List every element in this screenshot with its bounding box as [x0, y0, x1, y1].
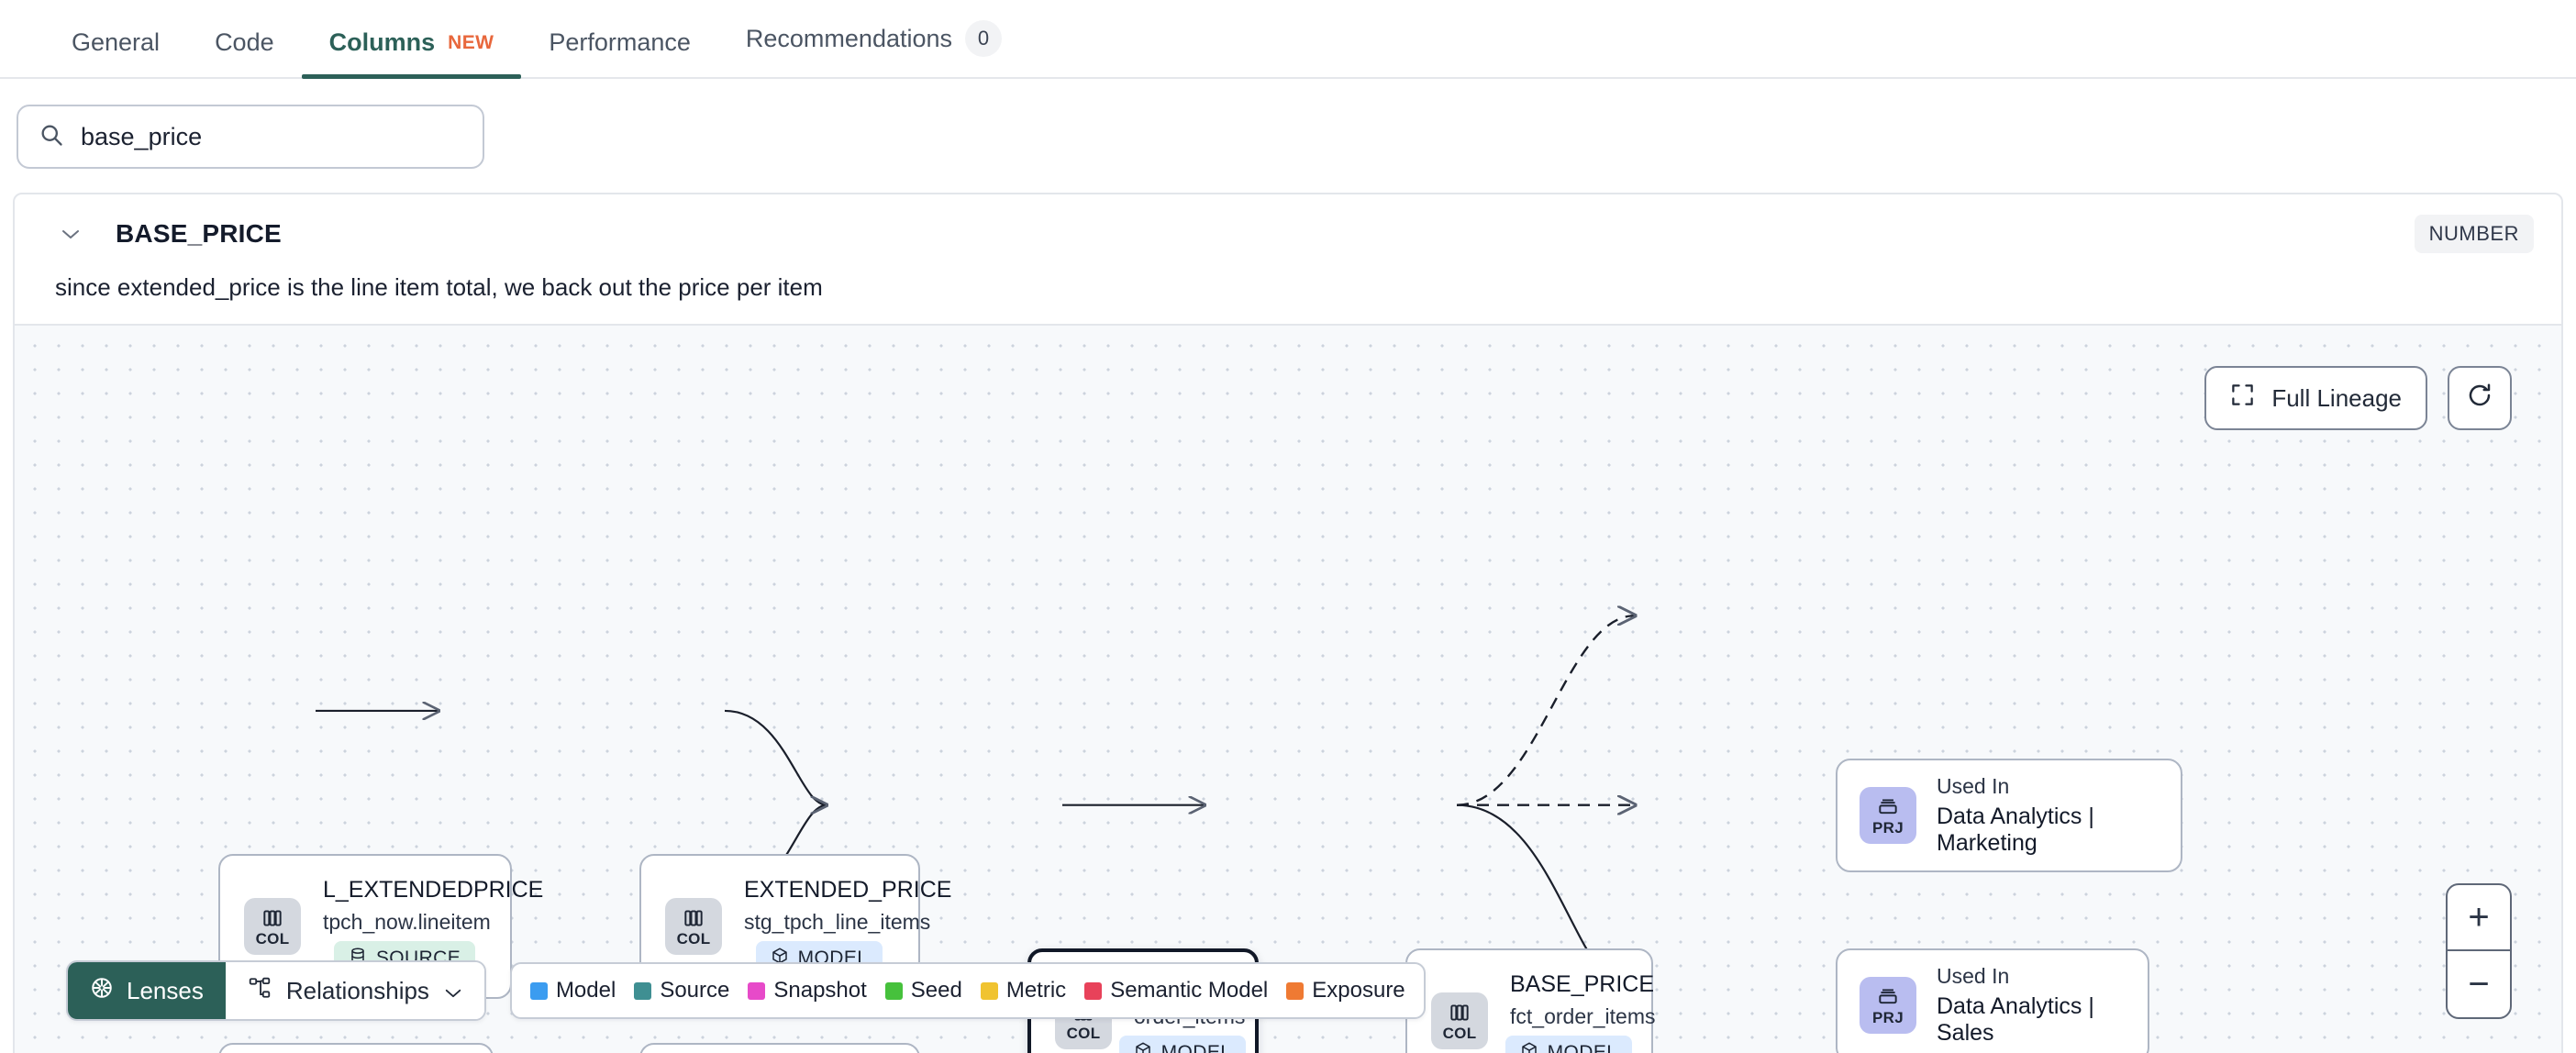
col-badge-label: COL [676, 930, 711, 948]
column-header: BASE_PRICE NUMBER [15, 194, 2561, 253]
used-in-label: Used In [1937, 964, 2010, 988]
column-description: since extended_price is the line item to… [55, 273, 823, 301]
project-icon: PRJ [1860, 977, 1916, 1034]
recommendations-count-badge: 0 [965, 20, 1003, 57]
legend-label: Model [555, 978, 616, 1003]
col-badge-label: COL [255, 930, 290, 948]
node-subtitle: fct_order_items [1510, 1004, 1656, 1028]
relationships-dropdown[interactable]: Relationships [225, 962, 484, 1019]
full-lineage-button[interactable]: Full Lineage [2204, 366, 2427, 430]
legend-swatch [1286, 981, 1305, 1000]
search-input[interactable]: base_price [17, 105, 484, 169]
tab-columns[interactable]: Columns NEW [301, 28, 522, 79]
legend-swatch [1084, 981, 1103, 1000]
lineage-bottom-bar: Lenses Relationships [66, 960, 1426, 1021]
cube-icon [1134, 1041, 1152, 1053]
lineage-canvas[interactable]: Full Lineage + − COL [15, 324, 2561, 1053]
collapse-toggle-chevron-down-icon[interactable] [57, 220, 84, 248]
column-detail-panel: BASE_PRICE NUMBER since extended_price i… [13, 193, 2563, 1053]
search-icon [39, 122, 64, 152]
tab-label: General [72, 28, 161, 56]
node-type-tag: MODEL [1118, 1036, 1247, 1053]
refresh-button[interactable] [2448, 366, 2512, 430]
legend-item-metric: Metric [980, 978, 1067, 1003]
zoom-in-button[interactable]: + [2448, 885, 2510, 951]
tab-code[interactable]: Code [187, 28, 302, 77]
node-title: EXTENDED_PRICE [744, 877, 952, 903]
tab-label: Performance [549, 28, 691, 56]
node-type-tag: MODEL [1505, 1036, 1633, 1053]
col-badge-label: COL [1066, 1025, 1101, 1042]
legend-item-model: Model [529, 978, 616, 1003]
legend-label: Snapshot [773, 978, 867, 1003]
relationships-label: Relationships [285, 976, 429, 1004]
project-badge-label: PRJ [1872, 1009, 1904, 1026]
node-title: BASE_PRICE [1510, 971, 1655, 997]
lineage-node-project-sales[interactable]: PRJ Used In Data Analytics | Sales [1836, 948, 2149, 1053]
legend-swatch [980, 981, 998, 1000]
chevron-down-icon [444, 977, 462, 1005]
expand-icon [2230, 382, 2255, 414]
lineage-node-project-marketing[interactable]: PRJ Used In Data Analytics | Marketing [1836, 759, 2182, 872]
tab-bar: General Code Columns NEW Performance Rec… [0, 0, 2576, 79]
used-in-label: Used In [1937, 774, 2010, 798]
relationships-icon [248, 976, 272, 1006]
lineage-node-quantity[interactable]: COL QUANTITY stg_tpch_line_items MODEL [639, 1043, 920, 1053]
full-lineage-label: Full Lineage [2271, 383, 2402, 412]
tab-performance[interactable]: Performance [521, 28, 718, 77]
legend-label: Source [660, 978, 730, 1003]
search-value: base_price [81, 122, 203, 150]
tab-general[interactable]: General [44, 28, 187, 77]
refresh-icon [2466, 382, 2493, 416]
lenses-button[interactable]: Lenses [68, 962, 226, 1019]
legend-swatch [529, 981, 548, 1000]
col-badge-label: COL [1442, 1025, 1477, 1042]
legend-swatch [884, 981, 903, 1000]
node-title: L_EXTENDEDPRICE [323, 877, 544, 903]
legend: Model Source Snapshot Seed Metric [509, 962, 1426, 1019]
legend-label: Semantic Model [1110, 978, 1269, 1003]
lineage-node-l-quantity[interactable]: COL L_QUANTITY tpch_now.lineitem SOURCE [218, 1043, 494, 1053]
lineage-node-fct-order-items[interactable]: COL BASE_PRICE fct_order_items MODEL [1405, 948, 1656, 1053]
tab-label: Code [215, 28, 274, 56]
project-icon: PRJ [1860, 787, 1916, 844]
zoom-out-button[interactable]: − [2468, 963, 2490, 1004]
node-subtitle: stg_tpch_line_items [744, 910, 931, 934]
col-icon: COL [1431, 992, 1488, 1049]
project-badge-label: PRJ [1872, 819, 1904, 837]
legend-label: Metric [1005, 978, 1067, 1003]
legend-item-source: Source [634, 978, 729, 1003]
tab-label: Columns [328, 28, 436, 56]
node-tag-label: MODEL [1160, 1042, 1232, 1053]
lenses-label: Lenses [127, 976, 204, 1004]
col-icon: COL [244, 898, 301, 955]
col-icon: COL [665, 898, 722, 955]
new-badge: NEW [448, 31, 494, 53]
node-tag-label: MODEL [1547, 1042, 1618, 1053]
legend-label: Seed [910, 978, 962, 1003]
legend-item-snapshot: Snapshot [748, 978, 867, 1003]
lineage-toolbar: Full Lineage [2204, 366, 2512, 430]
cube-icon [1520, 1041, 1538, 1053]
legend-item-exposure: Exposure [1286, 978, 1405, 1003]
column-type-badge: NUMBER [2414, 215, 2534, 253]
legend-swatch [748, 981, 766, 1000]
aperture-icon [90, 976, 114, 1006]
project-name: Data Analytics | Sales [1937, 993, 2094, 1046]
legend-item-seed: Seed [884, 978, 962, 1003]
tab-label: Recommendations [745, 24, 953, 52]
legend-label: Exposure [1312, 978, 1405, 1003]
search-row: base_price [0, 79, 2576, 193]
legend-item-semantic-model: Semantic Model [1084, 978, 1268, 1003]
project-name: Data Analytics | Marketing [1937, 804, 2094, 856]
page-title: BASE_PRICE [116, 219, 282, 248]
tab-recommendations[interactable]: Recommendations 0 [718, 20, 1029, 77]
lens-control-group: Lenses Relationships [66, 960, 486, 1021]
zoom-controls: + − [2446, 883, 2512, 1019]
node-subtitle: tpch_now.lineitem [323, 910, 491, 934]
legend-swatch [634, 981, 652, 1000]
